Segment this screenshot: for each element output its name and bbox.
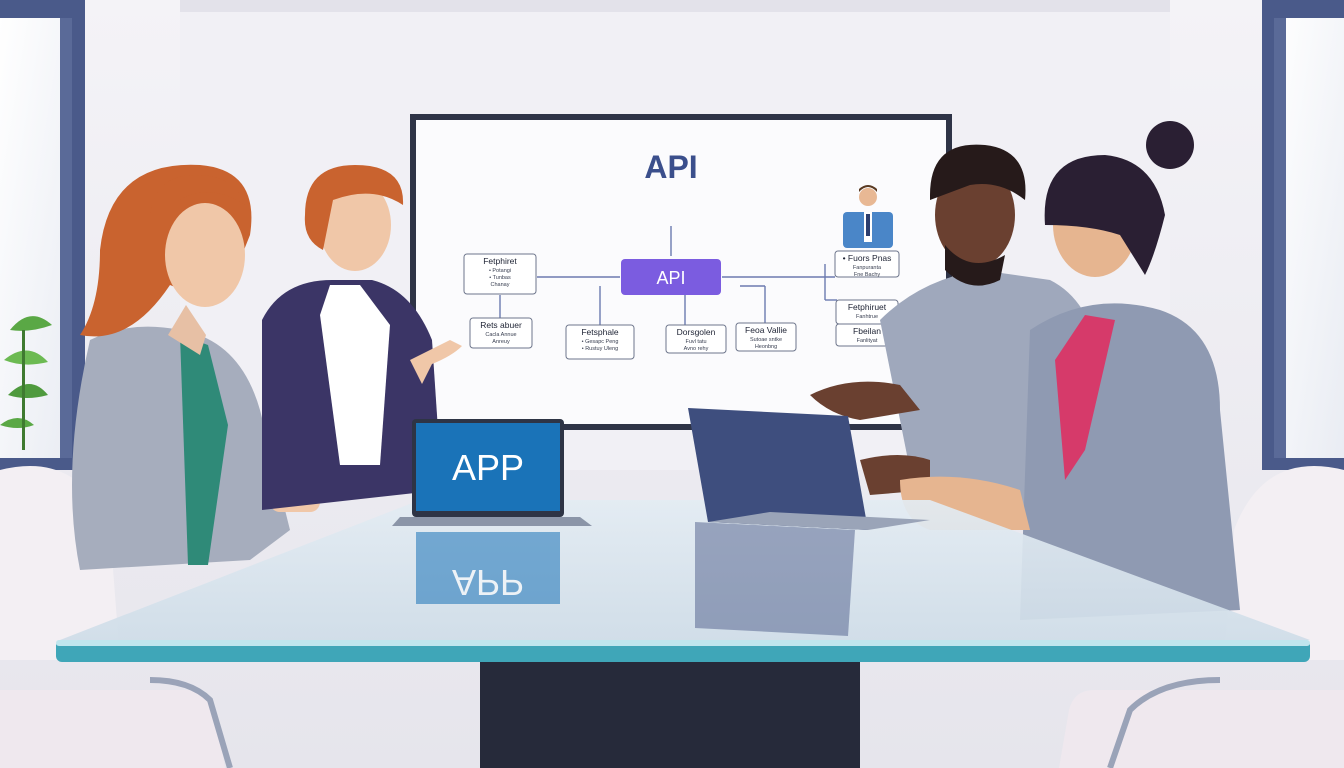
board-node-line: Anreuy xyxy=(492,339,510,345)
board-node-title: Fetphiret xyxy=(483,256,517,266)
board-connectors xyxy=(499,226,837,325)
board-node-line: • Potangi xyxy=(489,268,511,274)
board-node-box xyxy=(469,317,533,349)
board-node-line: • Rustuy Uleng xyxy=(582,346,618,352)
board-node-line: • Gesapc Peng xyxy=(582,339,619,345)
laptop-reflection: APP xyxy=(416,532,560,604)
board-node-line: Fne Bachy xyxy=(854,272,881,278)
board-node-box xyxy=(565,324,635,360)
board-node-title: Fetphiruet xyxy=(848,302,887,312)
laptop-right-reflection xyxy=(695,522,855,636)
board-node-box xyxy=(735,322,797,352)
laptop-screen-text: APP xyxy=(452,447,524,488)
board-node-box xyxy=(463,253,537,295)
board-node-title: Fbeilan xyxy=(853,326,881,336)
laptop-left: APP xyxy=(392,419,592,526)
board-node-line: Heonbng xyxy=(755,344,777,350)
chair-icon-right xyxy=(1059,466,1344,768)
board-title: API xyxy=(644,149,697,185)
board-node-line: Fuvl tatu xyxy=(685,339,706,345)
laptop-reflection-text: APP xyxy=(452,562,524,603)
left-window xyxy=(0,0,85,470)
ceiling-strip xyxy=(180,0,1170,12)
board-node-title: Rets abuer xyxy=(480,320,522,330)
board-node-line: Fanhtrue xyxy=(856,314,878,320)
board-node-box xyxy=(834,250,900,278)
person-red-hair xyxy=(72,164,342,570)
board-node-line: Sutoae sntke xyxy=(750,337,782,343)
board-node-line: Chanay xyxy=(491,282,510,288)
table-base xyxy=(480,660,860,768)
board-node-line: • Tunbas xyxy=(489,275,511,281)
board-node-title: • Fuors Pnas xyxy=(843,253,892,263)
person-hair-bun xyxy=(900,121,1240,620)
board-node-title: Dorsgolen xyxy=(677,327,716,337)
board-node: Fetsphale • Gesapc Peng• Rustuy Uleng xyxy=(565,324,635,360)
board-node-line: Fanpuranta xyxy=(853,265,882,271)
laptop-right xyxy=(688,408,930,530)
person-navy-suit xyxy=(262,165,462,510)
board-node-line: Fanlityat xyxy=(857,338,878,344)
board-node-line: Cacla Annue xyxy=(485,332,516,338)
presenter-icon xyxy=(843,185,893,248)
plant-icon xyxy=(0,316,52,450)
board-node-title: Fetsphale xyxy=(581,327,619,337)
board-node-line: Avno rehy xyxy=(684,346,709,352)
api-hub-label: API xyxy=(656,268,685,288)
api-hub-node: API xyxy=(621,259,721,295)
right-window xyxy=(1262,0,1344,470)
board-node-title: Feoa Vallie xyxy=(745,325,787,335)
board-node-box xyxy=(665,324,727,354)
glass-table xyxy=(56,500,1310,662)
